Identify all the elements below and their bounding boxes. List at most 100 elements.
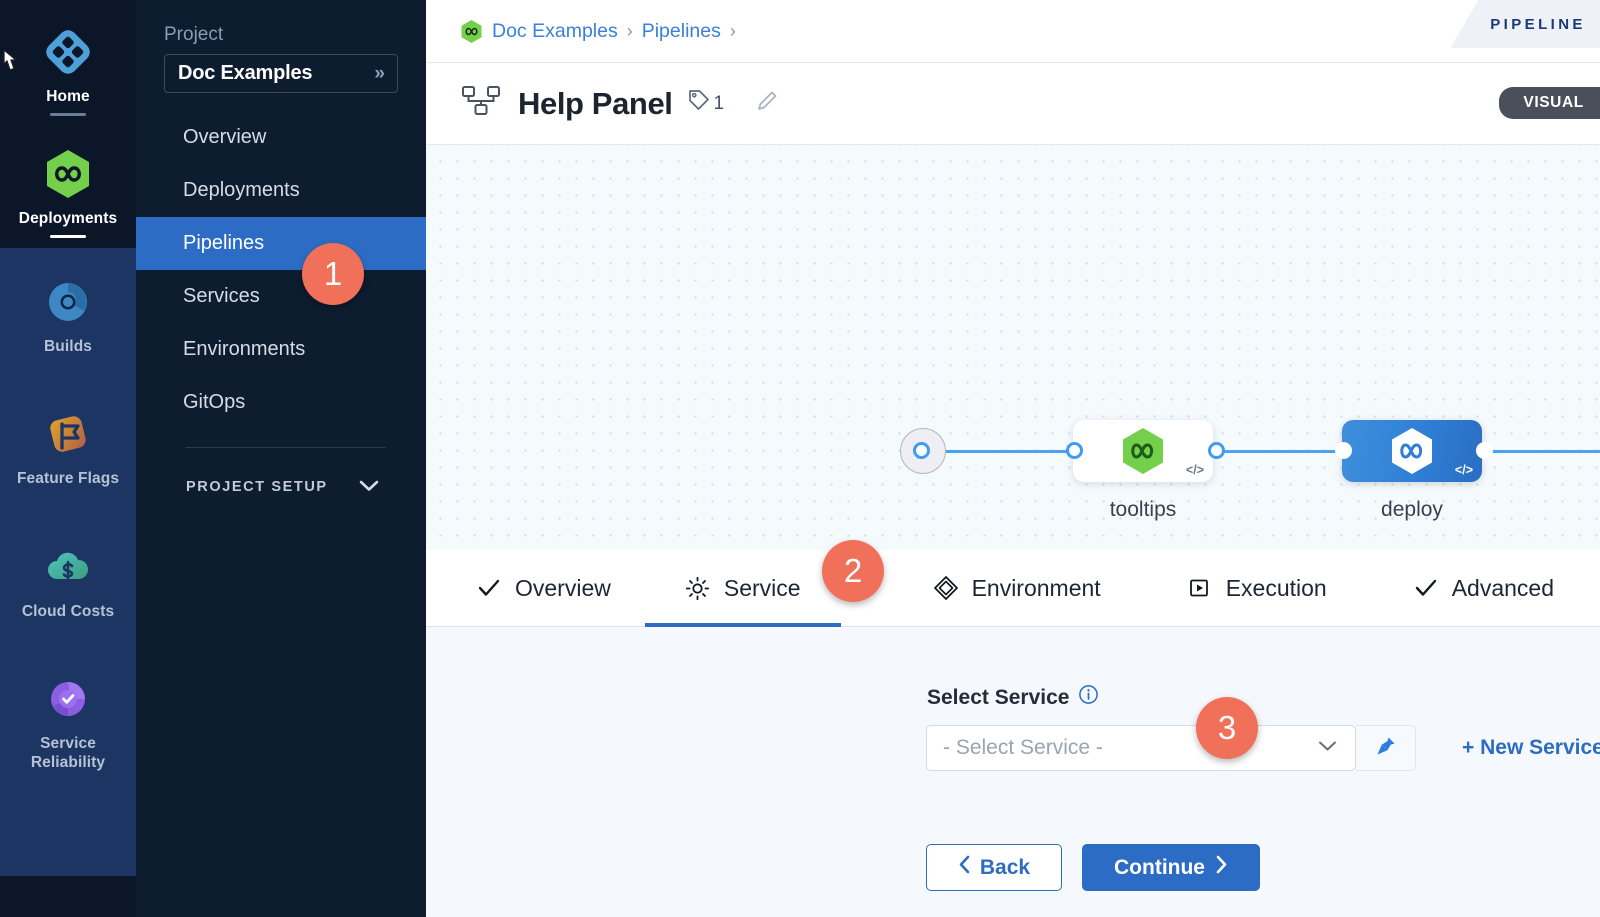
deployments-hexagon-icon: [42, 148, 94, 200]
code-badge: </>: [1454, 463, 1473, 477]
edge-deploy-to-add: [1474, 450, 1600, 453]
stage-node-tooltips[interactable]: </>: [1073, 420, 1213, 482]
tag-count[interactable]: 1: [687, 89, 725, 118]
tab-environment[interactable]: Environment: [927, 550, 1107, 627]
new-service-link[interactable]: + New Service: [1462, 736, 1600, 759]
select-service-label: Select Service: [927, 684, 1600, 711]
rail-item-deployments[interactable]: Deployments: [0, 126, 136, 248]
check-icon: [1413, 575, 1439, 601]
nav-item-label: Deployments: [183, 179, 300, 201]
code-badge: </>: [1185, 463, 1204, 477]
service-select-input[interactable]: - Select Service -: [926, 725, 1356, 771]
port-start-out[interactable]: [913, 442, 930, 459]
service-select-placeholder: - Select Service -: [943, 736, 1103, 759]
breadcrumb-separator: ›: [729, 20, 736, 41]
rail-item-service-reliability[interactable]: Service Reliability: [0, 631, 136, 783]
tab-label: Service: [723, 574, 801, 601]
pin-icon: [1375, 735, 1397, 762]
sidebar-item-services[interactable]: Services: [136, 270, 426, 323]
tab-label: Execution: [1225, 574, 1327, 601]
project-section-label: Project: [164, 24, 224, 45]
layers-diamond-icon: [933, 575, 959, 601]
visual-mode-badge[interactable]: VISUAL: [1499, 87, 1600, 119]
sidebar-item-gitops[interactable]: GitOps: [136, 376, 426, 429]
port-tooltips-out[interactable]: [1208, 442, 1225, 459]
chevron-double-right-icon: »: [374, 62, 384, 84]
stage-node-deploy[interactable]: </>: [1342, 420, 1482, 482]
port-tooltips-in[interactable]: [1066, 442, 1083, 459]
title-bar: Help Panel 1 VISUAL: [426, 63, 1600, 145]
tab-advanced[interactable]: Advanced: [1407, 550, 1560, 627]
tag-count-value: 1: [713, 92, 725, 114]
add-stage-label: Add Stage: [1559, 496, 1600, 520]
pipeline-nodes-icon: [460, 84, 504, 123]
callout-badge-2: 2: [822, 540, 884, 602]
tab-execution[interactable]: Execution: [1181, 550, 1333, 627]
tab-label: Environment: [971, 574, 1101, 601]
project-nav-sidebar: Project Doc Examples » Overview Deployme…: [136, 0, 426, 917]
nav-item-label: Environments: [183, 338, 306, 360]
project-setup-section[interactable]: PROJECT SETUP: [136, 448, 426, 497]
breadcrumb-item-pipelines[interactable]: Pipelines: [641, 19, 721, 42]
rail-item-label: Cloud Costs: [21, 602, 115, 620]
breadcrumb: Doc Examples › Pipelines › PIPELINE: [426, 0, 1600, 63]
service-select-row: - Select Service - + New Service: [926, 725, 1600, 771]
rail-item-feature-flags[interactable]: Feature Flags: [0, 366, 136, 498]
gear-icon: [685, 575, 711, 601]
main-content: Doc Examples › Pipelines › PIPELINE Help…: [426, 0, 1600, 917]
tab-overview[interactable]: Overview: [470, 550, 617, 627]
rail-item-label: Deployments: [18, 209, 118, 227]
sidebar-item-overview[interactable]: Overview: [136, 111, 426, 164]
info-icon[interactable]: [1078, 684, 1099, 711]
nav-item-label: GitOps: [183, 391, 246, 413]
chevron-down-icon: [359, 476, 379, 497]
tag-icon: [687, 89, 710, 118]
play-box-icon: [1187, 575, 1213, 601]
chevron-down-icon: [1318, 739, 1337, 757]
form-button-row: Back Continue: [926, 844, 1600, 891]
tab-label: Overview: [515, 574, 611, 601]
feature-flags-icon: [42, 408, 94, 460]
tab-label: Advanced: [1451, 574, 1555, 601]
continue-button[interactable]: Continue: [1082, 844, 1260, 891]
sidebar-item-pipelines[interactable]: Pipelines: [136, 217, 426, 270]
breadcrumb-item-project[interactable]: Doc Examples: [492, 19, 618, 42]
project-selector[interactable]: Doc Examples »: [164, 54, 398, 93]
nav-item-label: Pipelines: [183, 232, 265, 254]
rail-item-label: Home: [46, 88, 90, 105]
callout-badge-1: 1: [302, 243, 364, 305]
stage-caption-deploy: deploy: [1381, 498, 1443, 521]
rail-active-underline: [50, 113, 86, 116]
service-form-panel: Select Service - Select Service -: [426, 627, 1600, 917]
pencil-icon[interactable]: [754, 88, 780, 119]
module-rail: Home Deployments: [0, 0, 136, 917]
rail-item-home[interactable]: Home: [0, 14, 136, 126]
breadcrumb-separator: ›: [626, 20, 633, 41]
module-rail-top-group: Home Deployments: [0, 0, 136, 248]
pin-button[interactable]: [1356, 725, 1416, 771]
project-name: Doc Examples: [178, 62, 313, 84]
chevron-left-icon: [958, 855, 971, 880]
port-deploy-in[interactable]: [1335, 442, 1352, 459]
edge-start-to-tooltips: [938, 450, 1088, 453]
studio-tab-strip: Overview Service: [426, 550, 1600, 627]
sidebar-item-environments[interactable]: Environments: [136, 323, 426, 376]
module-rail-bottom-group: Builds Feature Flags: [0, 247, 136, 876]
stage-caption-tooltips: tooltips: [1109, 498, 1177, 521]
pipeline-studio-tab[interactable]: PIPELINE: [1450, 0, 1600, 48]
sidebar-item-deployments[interactable]: Deployments: [136, 164, 426, 217]
nav-divider: [186, 447, 386, 448]
cloud-costs-icon: [42, 541, 94, 593]
tab-service[interactable]: Service: [644, 550, 841, 627]
port-deploy-out[interactable]: [1476, 442, 1493, 459]
check-icon: [476, 575, 502, 601]
rail-item-cloud-costs[interactable]: Cloud Costs: [0, 499, 136, 631]
pipeline-canvas[interactable]: </> tooltips </> deploy + Add Stage: [426, 145, 1600, 550]
home-diamond-icon: [42, 26, 94, 78]
project-hexagon-icon: [460, 19, 483, 44]
edge-tooltips-to-deploy: [1206, 450, 1356, 453]
select-service-label-text: Select Service: [927, 685, 1070, 709]
back-button[interactable]: Back: [926, 844, 1062, 891]
rail-item-builds[interactable]: Builds: [0, 258, 136, 366]
